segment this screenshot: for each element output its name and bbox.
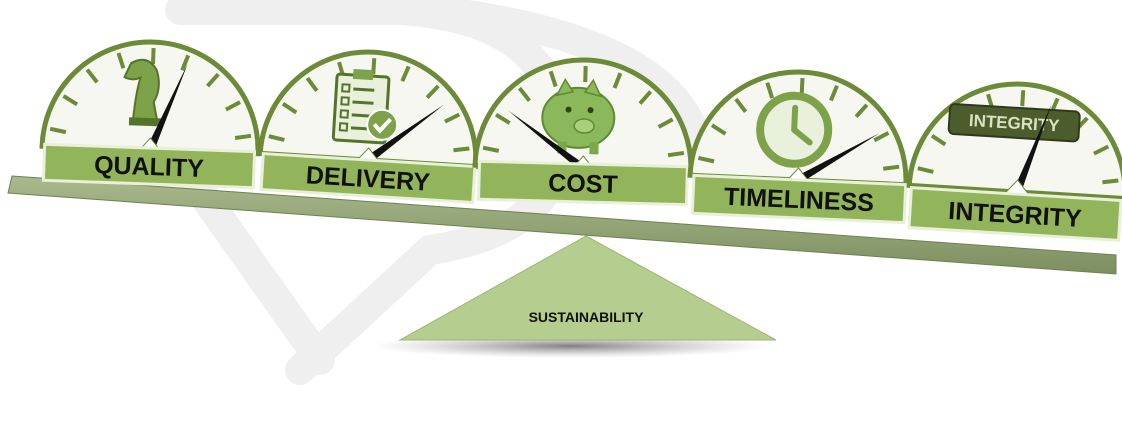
clock-icon [759,94,830,165]
gauge-timeliness: TIMELINESS [690,67,911,222]
gauge-tick [668,153,684,156]
gauge-tick [1102,179,1118,183]
gauge-tick [802,78,803,94]
gauge-tick [453,147,469,151]
gauge-label: COST [548,169,618,199]
gauge-quality: QUALITY [42,38,262,187]
fulcrum-label: SUSTAINABILITY [529,309,645,325]
gauge-tick [235,135,251,138]
gauge-tick [153,48,154,64]
gauge-tick [883,166,899,169]
gauge-delivery: DELIVERY [260,46,482,203]
gauge-label: QUALITY [94,151,205,183]
gauge-tick [1022,90,1023,106]
